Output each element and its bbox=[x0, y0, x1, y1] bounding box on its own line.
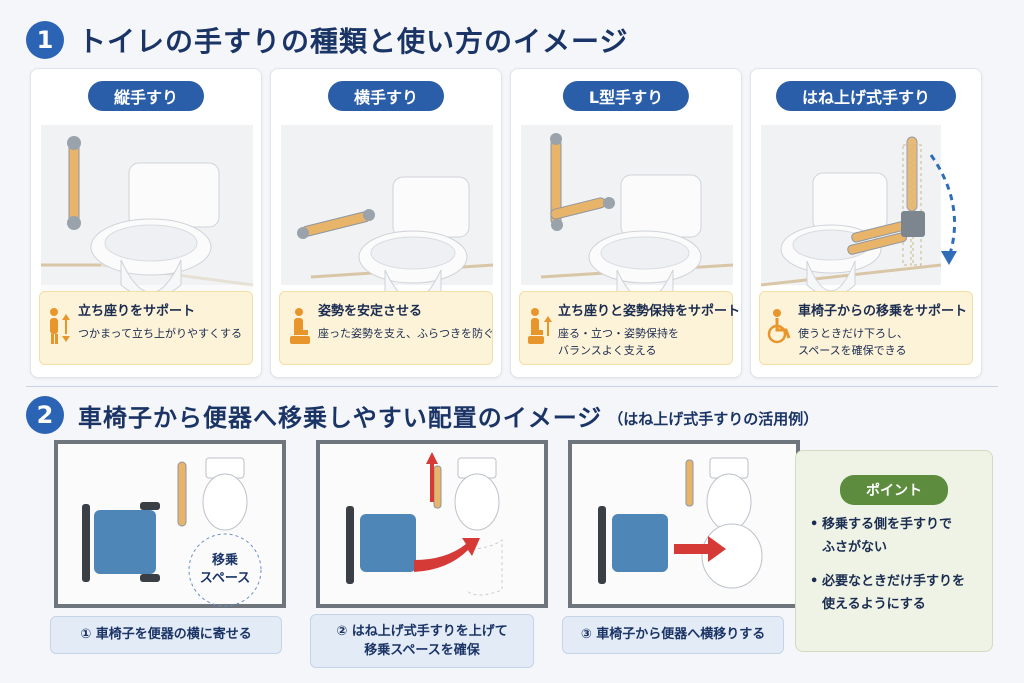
point-item-line2: 使えるようにする bbox=[822, 597, 926, 613]
note-description: つかまって立ち上がりやすくする bbox=[78, 327, 243, 340]
toilet-horizontal-rail-illustration bbox=[281, 125, 493, 306]
section2-subtitle: （はね上げ式手すりの活用例） bbox=[608, 409, 819, 428]
plan-approach: 移乗 スペース bbox=[54, 440, 286, 608]
toilet-flipup-rail-illustration bbox=[761, 125, 957, 297]
plan-transfer bbox=[568, 440, 800, 608]
section2-number: 2 bbox=[26, 396, 64, 434]
section2-heading: 車椅子から便器へ移乗しやすい配置のイメージ bbox=[78, 403, 603, 432]
note-description-line2: スペースを確保できる bbox=[798, 344, 907, 358]
step-1-text: ① 車椅子を便器の横に寄せる bbox=[80, 627, 252, 643]
section1-number: 1 bbox=[26, 21, 64, 59]
section-divider bbox=[26, 386, 998, 387]
note-description-line1: 座る・立つ・姿勢保持を bbox=[558, 327, 679, 340]
point-item-line1: 必要なときだけ手すりを bbox=[822, 573, 966, 589]
point-item: 移乗する側を手すりで ふさがない bbox=[810, 513, 984, 560]
step-2-text-line2: 移乗スペースを確保 bbox=[364, 643, 480, 658]
step-3: ③ 車椅子から便器へ横移りする bbox=[562, 616, 784, 654]
card-horizontal-rail: 横手すり 姿勢を安定させる 座った姿勢を支え、ふらつきを防ぐ bbox=[270, 68, 502, 378]
note-title: 立ち座りをサポート bbox=[78, 304, 196, 319]
card-note: 車椅子からの移乗をサポート 使うときだけ下ろし、 スペースを確保できる bbox=[759, 291, 973, 365]
card-note: 立ち座りをサポート つかまって立ち上がりやすくする bbox=[39, 291, 253, 365]
section2-title: 2 車椅子から便器へ移乗しやすい配置のイメージ （はね上げ式手すりの活用例） bbox=[26, 396, 818, 434]
note-description-line2: バランスよく支える bbox=[558, 344, 657, 358]
card-label: はね上げ式手すり bbox=[775, 81, 957, 111]
point-label: ポイント bbox=[840, 475, 948, 505]
plan-raise-rail bbox=[316, 440, 548, 608]
note-description: 座った姿勢を支え、ふらつきを防ぐ bbox=[318, 327, 494, 340]
section1-title: 1 トイレの手すりの種類と使い方のイメージ bbox=[26, 20, 628, 60]
step-2-text-line1: ② はね上げ式手すりを上げて bbox=[336, 623, 508, 639]
toilet-l-rail-illustration bbox=[521, 125, 733, 306]
point-box: ポイント 移乗する側を手すりで ふさがない 必要なときだけ手すりを 使えるように… bbox=[795, 450, 993, 652]
point-item-line2: ふさがない bbox=[822, 540, 888, 556]
note-title: 車椅子からの移乗をサポート bbox=[798, 304, 968, 319]
step-1: ① 車椅子を便器の横に寄せる bbox=[50, 616, 282, 654]
card-note: 姿勢を安定させる 座った姿勢を支え、ふらつきを防ぐ bbox=[279, 291, 494, 365]
card-label: 横手すり bbox=[327, 81, 445, 111]
card-vertical-rail: 縦手すり 立ち座りをサポート つかまって立ち上がりやすくする bbox=[30, 68, 262, 378]
step-3-text: ③ 車椅子から便器へ横移りする bbox=[580, 627, 766, 643]
stand-sit-person-icon bbox=[528, 308, 552, 344]
space-label-line1: 移乗 bbox=[212, 552, 238, 568]
wheelchair-icon bbox=[767, 309, 791, 344]
note-title: 姿勢を安定させる bbox=[318, 304, 423, 319]
seated-person-icon bbox=[290, 308, 310, 344]
point-list: 移乗する側を手すりで ふさがない 必要なときだけ手すりを 使えるようにする bbox=[810, 513, 984, 627]
card-flipup-rail: はね上げ式手すり 車椅子からの移乗をサポート 使うときだけ下ろし、 スペースを確… bbox=[750, 68, 982, 378]
card-label: 縦手すり bbox=[87, 81, 205, 111]
card-l-rail: L型手すり 立ち座りと姿勢保持をサポート 座る・立つ・姿勢保持を バランスよく支… bbox=[510, 68, 742, 378]
point-item-line1: 移乗する側を手すりで bbox=[822, 517, 953, 532]
section1-heading: トイレの手すりの種類と使い方のイメージ bbox=[78, 25, 629, 58]
step-2: ② はね上げ式手すりを上げて 移乗スペースを確保 bbox=[310, 614, 534, 668]
space-label-line2: スペース bbox=[200, 571, 250, 586]
point-item: 必要なときだけ手すりを 使えるようにする bbox=[810, 570, 984, 617]
note-title: 立ち座りと姿勢保持をサポート bbox=[558, 304, 741, 319]
card-note: 立ち座りと姿勢保持をサポート 座る・立つ・姿勢保持を バランスよく支える bbox=[519, 291, 741, 365]
note-description-line1: 使うときだけ下ろし、 bbox=[798, 327, 908, 340]
up-down-person-icon bbox=[50, 308, 70, 344]
card-label: L型手すり bbox=[562, 81, 690, 111]
